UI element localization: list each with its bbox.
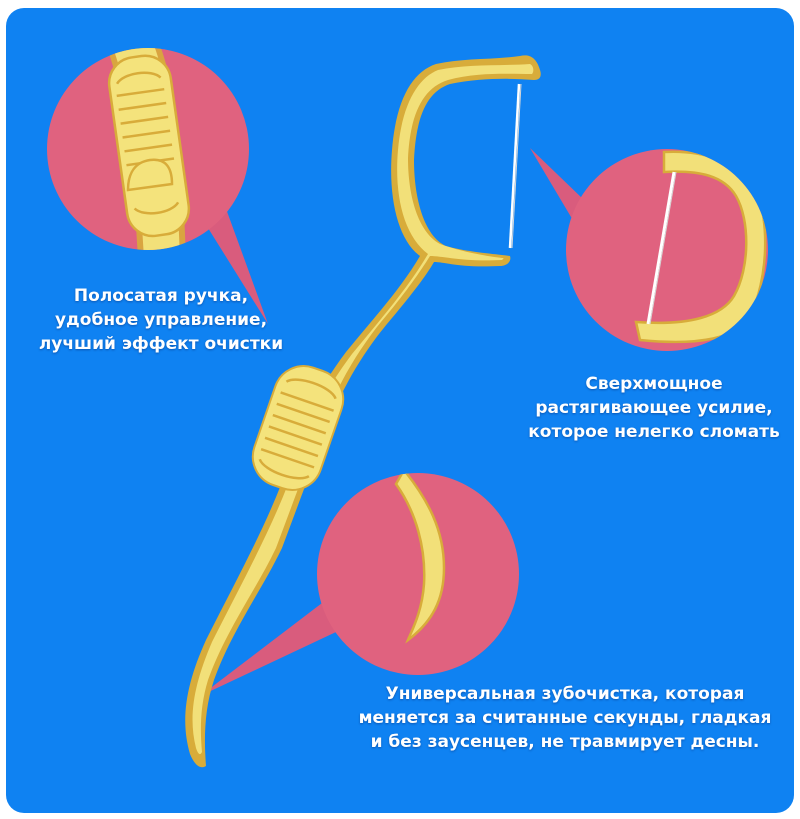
floss-thread (508, 83, 521, 249)
strength-caption-line-2: растягивающее усилие, (535, 398, 773, 418)
pick-caption-line-1: Универсальная зубочистка, которая (385, 684, 745, 704)
handle-caption-line-1: Полосатая ручка, (73, 286, 249, 306)
pick-zoom-circle (317, 473, 519, 675)
strength-caption: Сверхмощное растягивающее усилие, которо… (518, 372, 790, 444)
strength-caption-line-1: Сверхмощное (585, 374, 723, 394)
floss-pick (185, 55, 541, 768)
pick-caption-line-2: меняется за считанные секунды, гладкая (358, 708, 772, 728)
handle-grip (251, 365, 345, 491)
handle-callout-pointer (203, 206, 268, 324)
pick-caption: Универсальная зубочистка, которая меняет… (350, 682, 780, 754)
handle-caption: Полосатая ручка, удобное управление, луч… (30, 284, 292, 356)
pick-caption-line-3: и без заусенцев, не травмирует десны. (370, 732, 760, 752)
pick-callout-pointer (200, 600, 336, 696)
strength-zoom-circle (566, 149, 768, 351)
handle-caption-line-2: удобное управление, (54, 310, 268, 330)
handle-caption-line-3: лучший эффект очистки (38, 334, 284, 354)
strength-callout-pointer (530, 148, 584, 222)
handle-zoom-circle (47, 48, 249, 250)
strength-caption-line-3: которое нелегко сломать (528, 422, 780, 442)
